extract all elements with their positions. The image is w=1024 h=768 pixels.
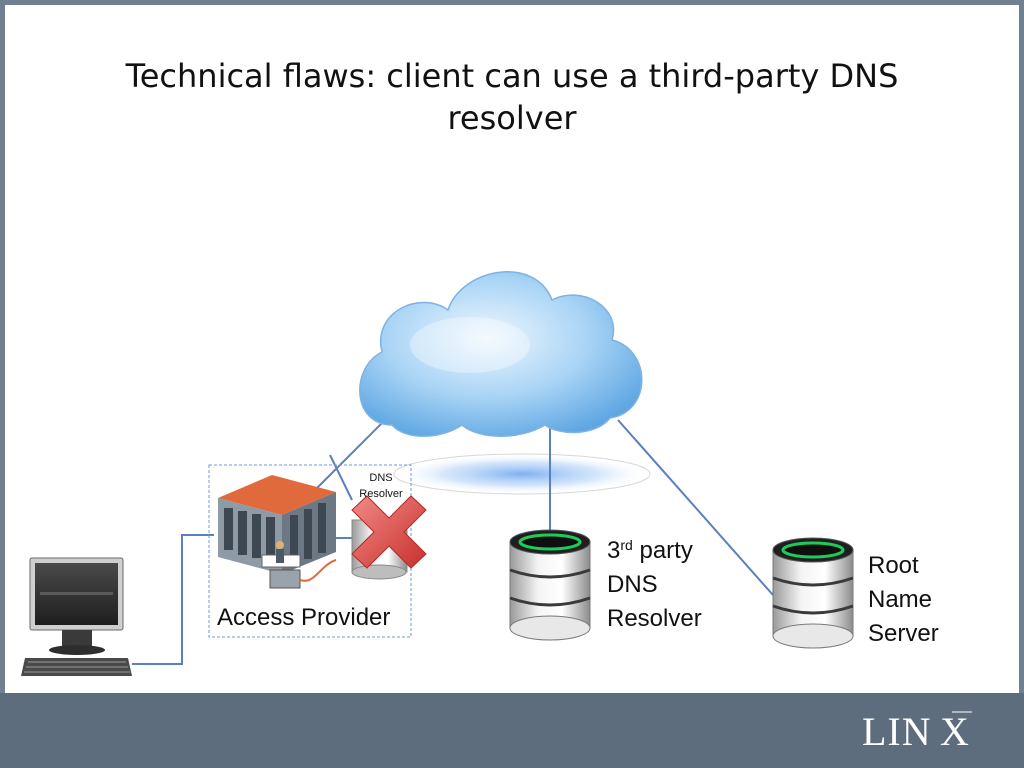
third-party-database-icon bbox=[509, 529, 591, 641]
isp-resolver-label-line1: DNS bbox=[369, 472, 393, 484]
third-party-label-rest: party bbox=[632, 537, 693, 564]
third-party-resolver-label: 3rd party DNS Resolver bbox=[607, 534, 702, 636]
third-party-label-sup: rd bbox=[620, 537, 633, 553]
linx-logo-mark: X bbox=[940, 709, 969, 750]
third-party-label-line2: DNS bbox=[607, 571, 658, 598]
root-server-label-line2: Name bbox=[868, 586, 933, 613]
root-server-label-line3: Server bbox=[868, 620, 939, 647]
linx-logo-text: LIN bbox=[862, 709, 932, 754]
link-computer-to-provider bbox=[132, 534, 214, 665]
isp-resolver-label: DNS Resolver bbox=[352, 470, 410, 502]
cross-icon bbox=[351, 495, 427, 569]
slide-title: Technical flaws: client can use a third-… bbox=[125, 57, 899, 137]
cloud-shadow bbox=[393, 453, 651, 495]
third-party-label-line1: 3rd party bbox=[607, 534, 702, 568]
cloud-icon bbox=[359, 271, 643, 437]
isp-resolver-label-line2: Resolver bbox=[359, 488, 403, 500]
root-server-label: Root Name Server bbox=[868, 549, 939, 651]
link-isp-resolver-to-cloud bbox=[329, 454, 353, 501]
root-server-database-icon bbox=[772, 537, 854, 649]
access-provider-label: Access Provider bbox=[217, 604, 391, 631]
third-party-label-prefix: 3 bbox=[607, 537, 621, 564]
root-server-label-line1: Root bbox=[868, 552, 919, 579]
linx-logo-x-mark: X bbox=[940, 709, 972, 750]
third-party-label-line3: Resolver bbox=[607, 605, 702, 632]
footer-bar bbox=[0, 693, 1024, 768]
linx-logo: LIN bbox=[862, 708, 932, 755]
data-center-icon bbox=[218, 475, 337, 589]
link-cloud-to-root bbox=[617, 419, 774, 596]
computer-icon bbox=[21, 557, 132, 676]
